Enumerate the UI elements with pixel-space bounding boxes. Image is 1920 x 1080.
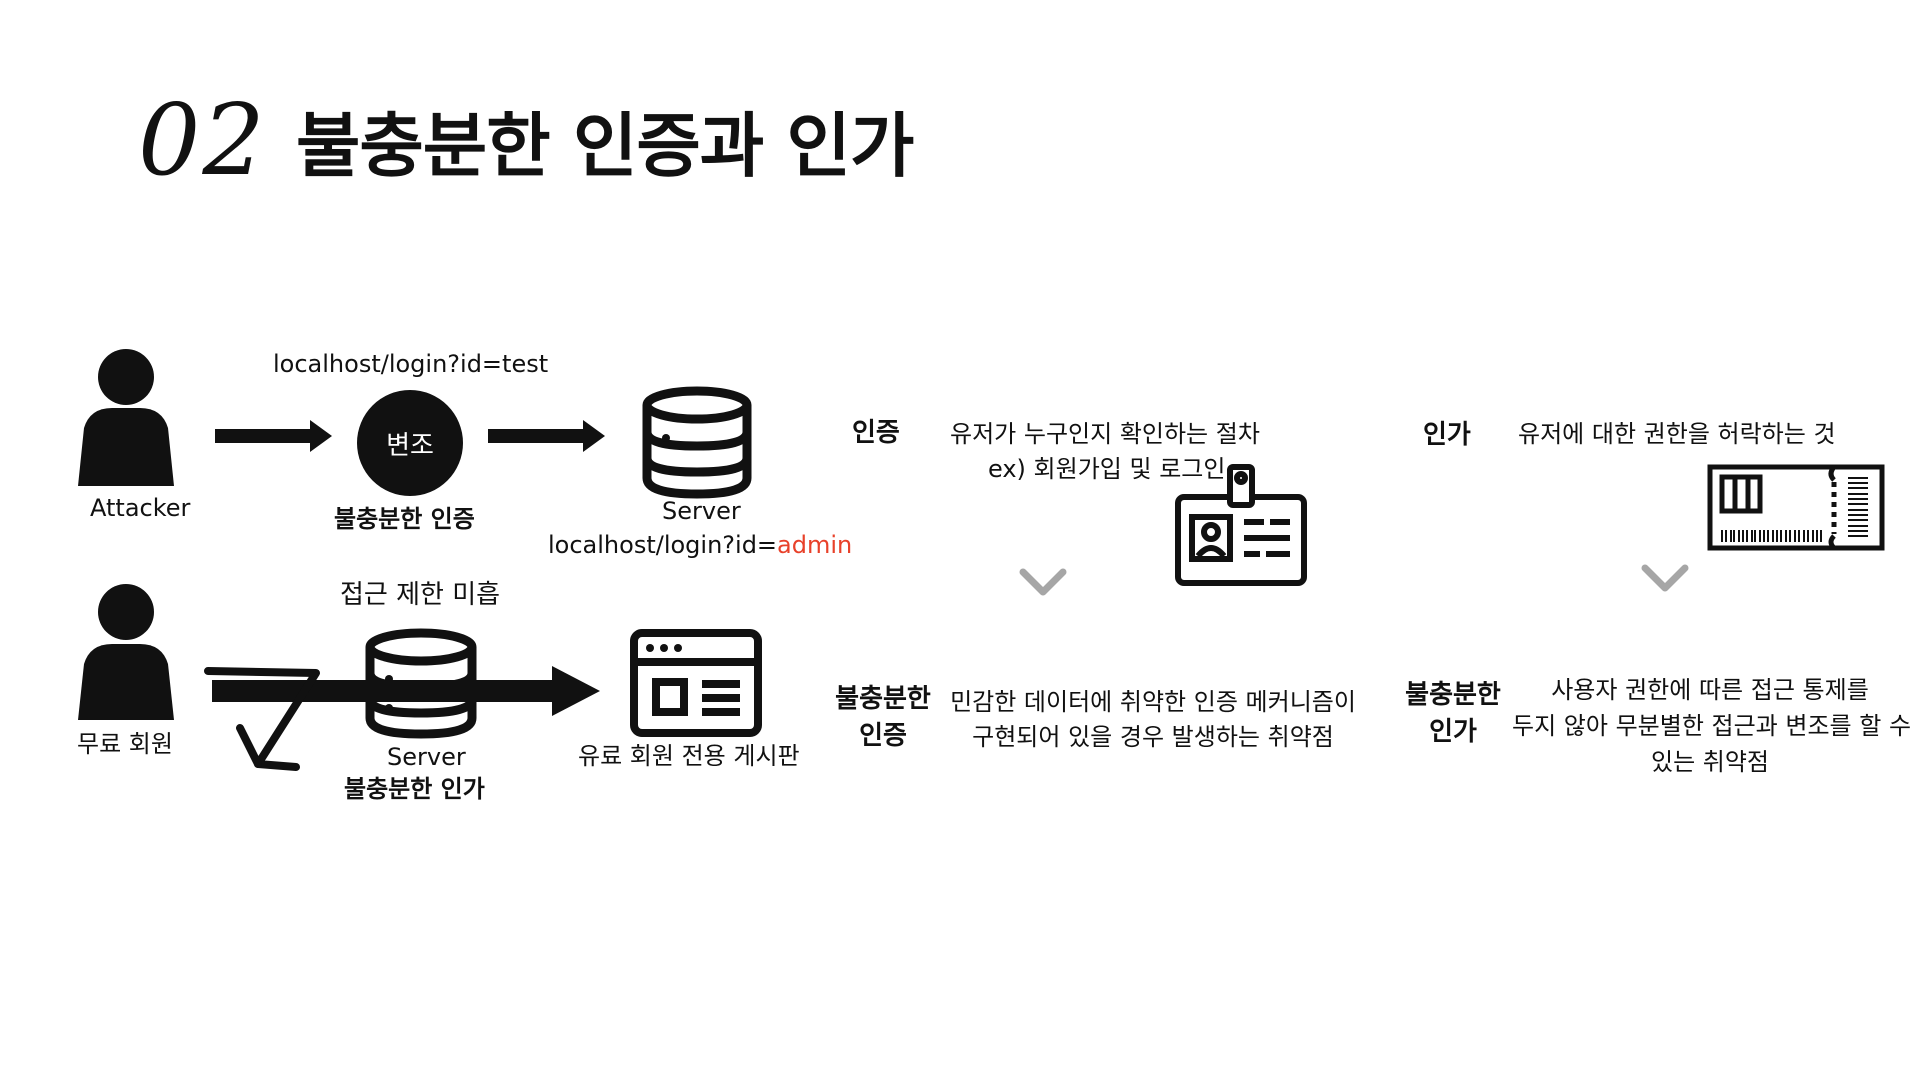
page-title: 불충분한 인증과 인가 <box>296 105 914 187</box>
database-icon <box>642 386 752 499</box>
person-icon <box>78 349 174 486</box>
admin-url-highlight: admin <box>777 531 853 559</box>
ticket-icon <box>1707 464 1885 551</box>
auth-term: 인증 <box>852 418 900 448</box>
chevron-down-icon <box>1641 564 1689 592</box>
insufficient-auth-label: 불충분한 인증 <box>334 505 475 533</box>
person-icon <box>78 584 174 720</box>
weak-authz-term-line2: 인가 <box>1429 717 1477 748</box>
tamper-circle: 변조 <box>357 390 463 496</box>
admin-url: localhost/login?id=admin <box>548 531 852 560</box>
weak-authz-desc-line2: 두지 않아 무분별한 접근과 변조를 할 수 <box>1512 711 1912 740</box>
authz-definition: 유저에 대한 권한을 허락하는 것 <box>1518 420 1836 448</box>
server-label-2: Server <box>387 743 466 771</box>
auth-definition: 유저가 누구인지 확인하는 절차 <box>950 420 1260 448</box>
weak-auth-term-line2: 인증 <box>859 721 907 752</box>
weak-auth-desc-line1: 민감한 데이터에 취약한 인증 메커니즘이 <box>950 688 1356 716</box>
attacker-label: Attacker <box>90 494 191 522</box>
free-member-label: 무료 회원 <box>77 730 173 758</box>
browser-window-icon <box>630 629 762 737</box>
arrow-right-icon <box>215 420 332 452</box>
weak-authz-desc-line3: 있는 취약점 <box>1650 747 1770 776</box>
weak-authz-desc-line1: 사용자 권한에 따른 접근 통제를 <box>1551 676 1869 704</box>
weak-authz-term: 불충분한 인가 <box>1400 680 1506 748</box>
blocked-path-icon <box>204 667 320 771</box>
admin-url-prefix: localhost/login?id= <box>548 531 778 559</box>
arrow-right-icon <box>488 420 605 452</box>
weak-auth-description: 민감한 데이터에 취약한 인증 메커니즘이 구현되어 있을 경우 발생하는 취약… <box>948 688 1358 752</box>
weak-auth-desc-line2: 구현되어 있을 경우 발생하는 취약점 <box>972 722 1334 751</box>
weak-authz-description: 사용자 권한에 따른 접근 통제를 두지 않아 무분별한 접근과 변조를 할 수… <box>1512 676 1912 776</box>
weak-authz-term-line1: 불충분한 <box>1405 680 1501 710</box>
server-label: Server <box>662 497 741 525</box>
request-url: localhost/login?id=test <box>273 350 549 378</box>
board-label: 유료 회원 전용 게시판 <box>578 742 800 770</box>
weak-auth-term: 불충분한 인증 <box>830 684 936 752</box>
access-restriction-label: 접근 제한 미흡 <box>340 580 501 610</box>
authz-term: 인가 <box>1423 420 1471 450</box>
section-number: 02 <box>138 84 267 198</box>
chevron-down-icon <box>1019 568 1067 596</box>
id-badge-icon <box>1175 464 1307 586</box>
weak-auth-term-line1: 불충분한 <box>835 684 931 714</box>
auth-example: ex) 회원가입 및 로그인 <box>988 455 1226 483</box>
insufficient-authz-label: 불충분한 인가 <box>344 775 485 803</box>
